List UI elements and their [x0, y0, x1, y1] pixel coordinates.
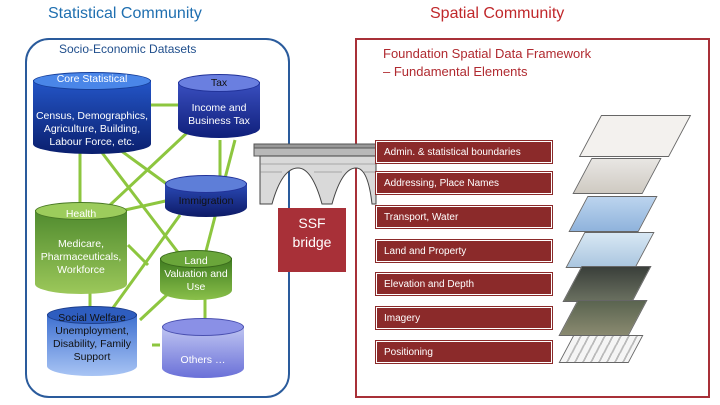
link-core-land: [98, 149, 182, 256]
layer-land-property: Land and Property: [376, 240, 552, 262]
layer-imagery: Imagery: [376, 307, 552, 329]
layer-elevation-depth: Elevation and Depth: [376, 273, 552, 295]
spatial-community-title: Spatial Community: [430, 5, 565, 22]
layer-transport-water: Transport, Water: [376, 206, 552, 228]
land-valuation-dataset: Land Valuation and Use: [160, 250, 232, 300]
spatial-framework-subtitle: Foundation Spatial Data Framework – Fund…: [383, 45, 643, 81]
immigration-title: Immigration: [178, 195, 234, 207]
map-tile-positioning: [558, 335, 644, 363]
others-body: Others …: [180, 354, 226, 366]
spatial-subtitle-line2: – Fundamental Elements: [383, 64, 528, 79]
layer-positioning: Positioning: [376, 341, 552, 363]
link-tax-health: [108, 128, 192, 207]
ssf-label-line2: bridge: [292, 234, 332, 250]
layer-addressing: Addressing, Place Names: [376, 172, 552, 194]
core-statistical-title: Core Statistical: [56, 73, 128, 85]
tax-dataset: Tax Income and Business Tax: [178, 74, 260, 138]
social-welfare-body: Social Welfare Unemployment, Disability,…: [53, 312, 131, 363]
tax-title: Tax: [210, 77, 228, 89]
bridge-icon: [253, 143, 377, 205]
core-statistical-dataset: Core Statistical Census, Demographics, A…: [33, 72, 151, 154]
immigration-dataset: Immigration: [165, 175, 247, 217]
core-statistical-body: Census, Demographics, Agriculture, Build…: [35, 110, 149, 148]
spatial-subtitle-line1: Foundation Spatial Data Framework: [383, 46, 592, 61]
link-immigration-health: [124, 198, 171, 212]
others-dataset: Others …: [162, 318, 244, 378]
social-welfare-dataset: Social Welfare Unemployment, Disability,…: [47, 306, 137, 376]
link-welfare-land: [138, 290, 172, 322]
statistical-community-title: Statistical Community: [48, 5, 202, 22]
socio-economic-subtitle: Socio-Economic Datasets: [59, 42, 197, 56]
spatial-container: [355, 38, 710, 398]
ssf-label-line1: SSF: [298, 215, 326, 231]
ssf-bridge-label: SSF bridge: [278, 208, 346, 272]
health-title: Health: [65, 208, 97, 220]
tax-body: Income and Business Tax: [188, 102, 250, 127]
link-immigration-welfare: [108, 214, 182, 313]
health-body: Medicare, Pharmaceuticals, Workforce: [40, 238, 122, 276]
land-valuation-body: Land Valuation and Use: [164, 255, 228, 293]
layer-admin-boundaries: Admin. & statistical boundaries: [376, 141, 552, 163]
health-dataset: Health Medicare, Pharmaceuticals, Workfo…: [35, 202, 127, 294]
